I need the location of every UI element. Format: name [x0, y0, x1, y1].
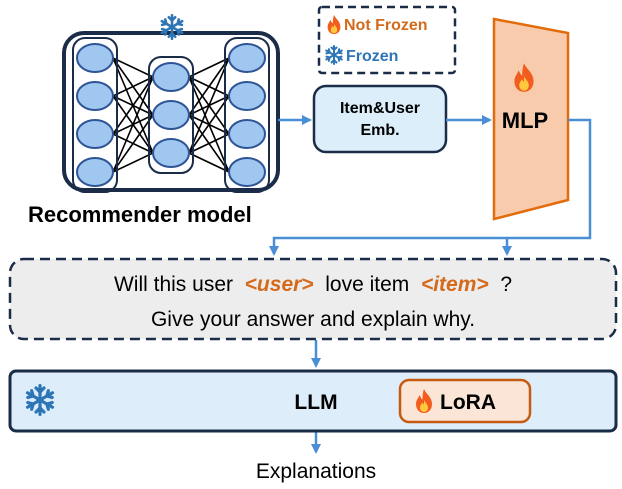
network-node — [152, 62, 190, 92]
prompt-line2: Give your answer and explain why. — [151, 308, 475, 331]
item-token: <item> — [421, 273, 489, 296]
output-label: Explanations — [256, 460, 376, 483]
prompt-block: Will this user <user> love item <item> ?… — [8, 257, 618, 341]
network-layer-outline — [148, 56, 194, 174]
arrows — [269, 115, 592, 454]
network-node — [228, 81, 266, 111]
network-connection — [112, 57, 154, 78]
mlp-block: MLP — [492, 17, 570, 221]
network-node — [76, 157, 114, 187]
network-connection — [188, 57, 230, 154]
embedding-label-line2: Emb. — [360, 122, 399, 139]
legend-not-frozen-label: Not Frozen — [344, 17, 428, 34]
network-connection — [188, 133, 230, 154]
user-token: <user> — [245, 273, 314, 296]
mlp-trapezoid — [492, 17, 570, 221]
network-connection — [112, 76, 154, 173]
network-connection — [112, 114, 154, 173]
network-layer-outline — [72, 37, 118, 193]
prompt-text-middle: love item — [325, 273, 409, 296]
prompt-line1: Will this user <user> love item <item> ? — [114, 273, 512, 296]
legend: Not Frozen Frozen — [317, 5, 457, 75]
prompt-box — [8, 257, 618, 341]
network-layers — [72, 37, 270, 193]
recommender-model: Recommender model — [28, 14, 280, 227]
network-connection — [112, 152, 154, 173]
network-node — [152, 100, 190, 130]
legend-box — [317, 5, 457, 75]
network-connection — [188, 152, 230, 173]
network-connection — [188, 95, 230, 154]
arrow-mlp-to-prompt — [269, 118, 592, 256]
network-layer-outline — [224, 37, 270, 193]
snowflake-icon — [160, 14, 184, 40]
mlp-label: MLP — [502, 108, 548, 133]
network-connection — [112, 76, 154, 135]
network-nodes — [76, 43, 266, 187]
prompt-question-mark: ? — [500, 273, 512, 296]
llm-label: LLM — [294, 391, 337, 414]
embedding-box — [312, 84, 448, 154]
legend-frozen-label: Frozen — [346, 48, 398, 65]
network-node — [76, 43, 114, 73]
network-node — [76, 81, 114, 111]
llm-block: LLM LoRA — [8, 369, 618, 433]
network-node — [228, 157, 266, 187]
network-node — [228, 43, 266, 73]
embedding-block: Item&User Emb. — [312, 84, 448, 154]
network-connection — [188, 57, 230, 78]
recommender-label: Recommender model — [28, 202, 252, 227]
network-connection — [112, 76, 154, 97]
network-connection — [188, 57, 230, 116]
network-connections — [112, 57, 230, 173]
lora-label: LoRA — [440, 391, 496, 414]
network-node — [76, 119, 114, 149]
network-node — [152, 138, 190, 168]
prompt-text-start: Will this user — [114, 273, 233, 296]
network-node — [228, 119, 266, 149]
embedding-label-line1: Item&User — [340, 100, 420, 117]
lora-box — [398, 378, 532, 424]
